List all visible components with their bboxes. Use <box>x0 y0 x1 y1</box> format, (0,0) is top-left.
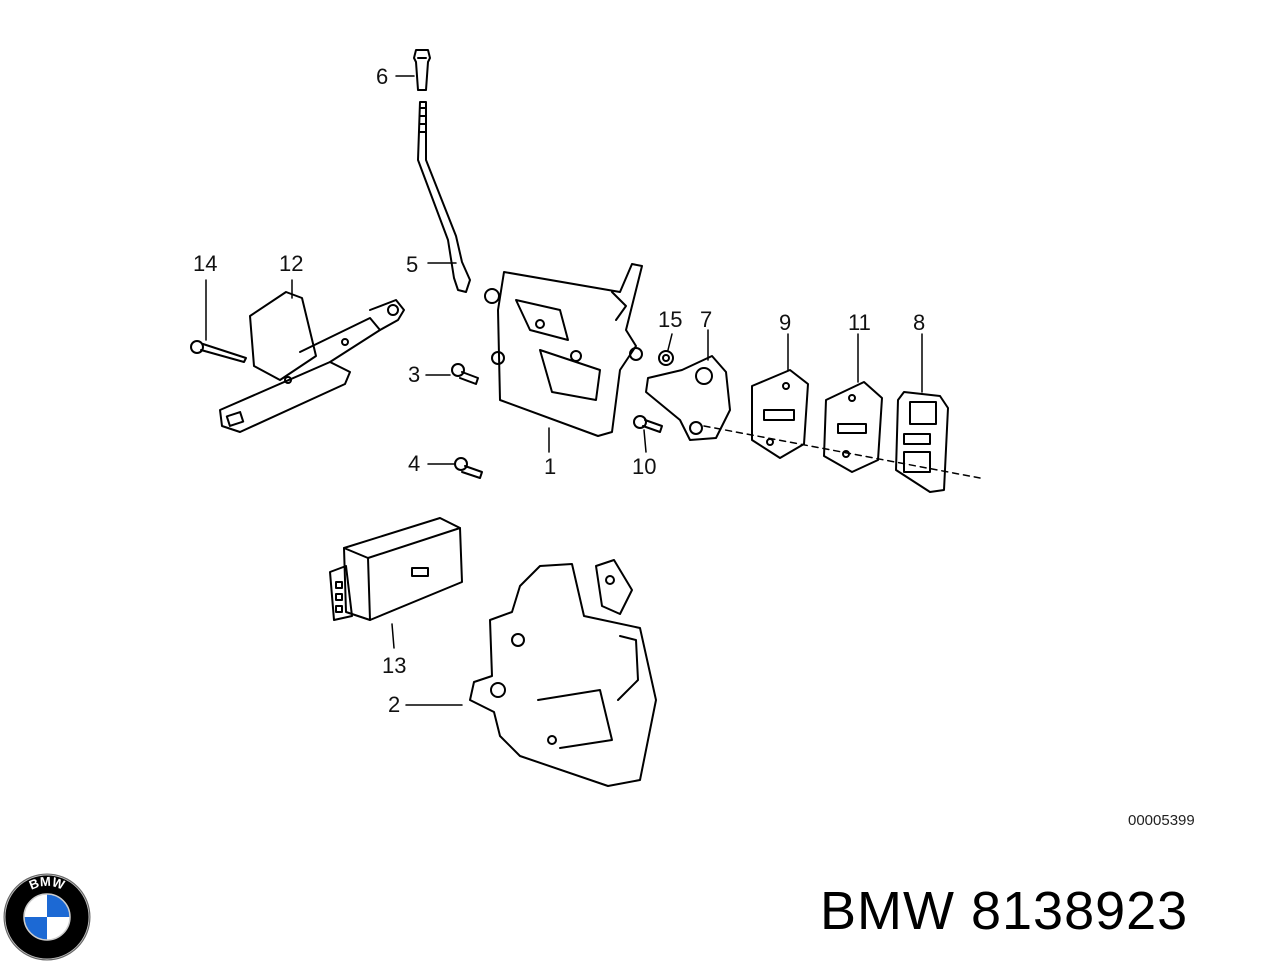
part-10-screw <box>633 415 663 453</box>
callout-14: 14 <box>193 251 218 276</box>
bmw-logo: BMW <box>3 873 91 961</box>
part-3-screw <box>425 363 479 385</box>
callout-1: 1 <box>544 454 557 479</box>
part-6-knob <box>395 49 431 91</box>
callout-8: 8 <box>913 310 926 335</box>
callout-10: 10 <box>632 454 657 479</box>
part-5-lock-rod <box>417 101 471 293</box>
part-2-lock-assembly <box>405 559 657 787</box>
part-8-cover <box>895 333 949 493</box>
logo-quadrants <box>24 894 70 940</box>
part-9-shim <box>751 333 809 459</box>
part-11-shim <box>823 333 883 473</box>
part-7-striker <box>645 329 731 441</box>
callout-15: 15 <box>658 307 683 332</box>
alignment-dash-line <box>703 425 981 479</box>
part-14-screw <box>190 279 247 363</box>
callout-7: 7 <box>700 307 713 332</box>
part-15-bushing <box>658 333 674 366</box>
callout-6: 6 <box>376 64 389 89</box>
brand-part-number: BMW 8138923 <box>820 881 1189 941</box>
callout-12: 12 <box>279 251 304 276</box>
callout-5: 5 <box>406 252 419 277</box>
callout-2: 2 <box>388 692 401 717</box>
part-13-module <box>329 517 463 649</box>
callout-11: 11 <box>848 310 871 335</box>
part-12-actuator <box>219 279 405 433</box>
callout-9: 9 <box>779 310 792 335</box>
part-1-door-lock <box>484 263 643 453</box>
callout-13: 13 <box>382 653 407 678</box>
callout-4: 4 <box>408 451 421 476</box>
part-4-screw <box>427 457 483 479</box>
diagram-reference-code: 00005399 <box>1128 812 1195 829</box>
callout-3: 3 <box>408 362 421 387</box>
